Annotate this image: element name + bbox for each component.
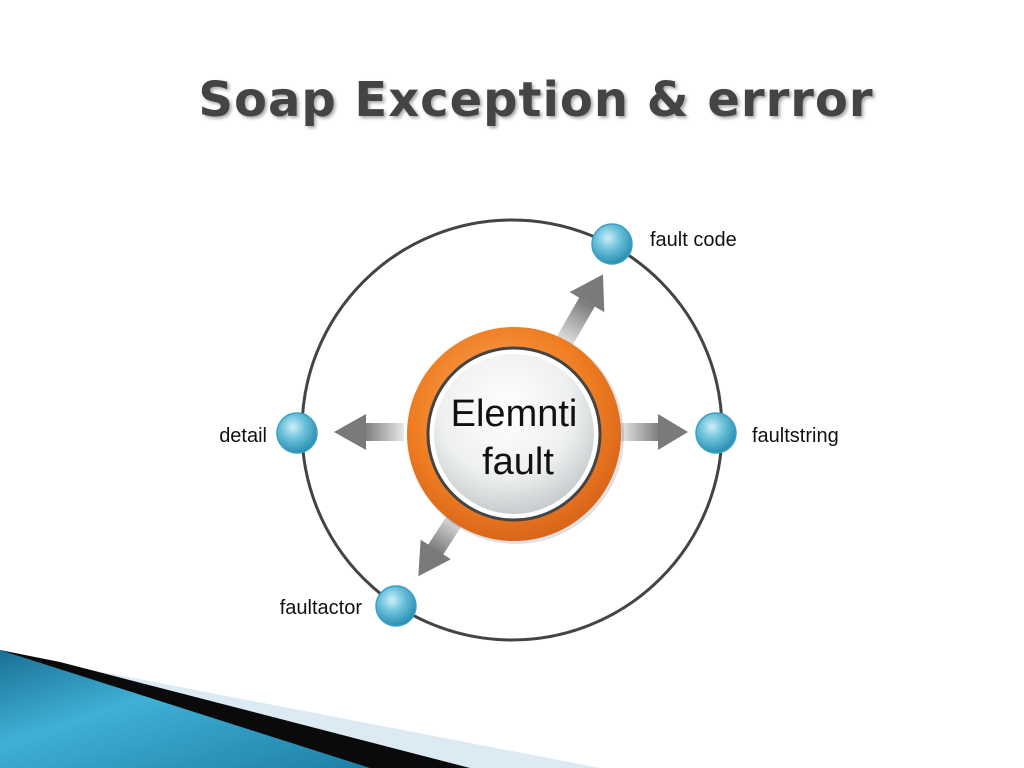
center-label-line1: Elemnti [451, 393, 578, 435]
center-node: Elemnti fault [407, 327, 624, 544]
slide-title: Soap Exception & errror [198, 72, 874, 128]
node-faultstring [695, 412, 737, 454]
node-detail [276, 412, 318, 454]
arrow-to-faultstring [620, 414, 688, 450]
arrow-to-fault-code [554, 274, 605, 350]
label-faultstring: faultstring [752, 425, 839, 447]
node-fault-code [591, 223, 633, 265]
center-label-line2: fault [482, 441, 554, 483]
node-faultactor [375, 585, 417, 627]
label-faultactor: faultactor [280, 597, 363, 619]
label-detail: detail [219, 425, 267, 447]
arrow-to-detail [334, 414, 404, 450]
label-fault-code: fault code [650, 229, 737, 251]
